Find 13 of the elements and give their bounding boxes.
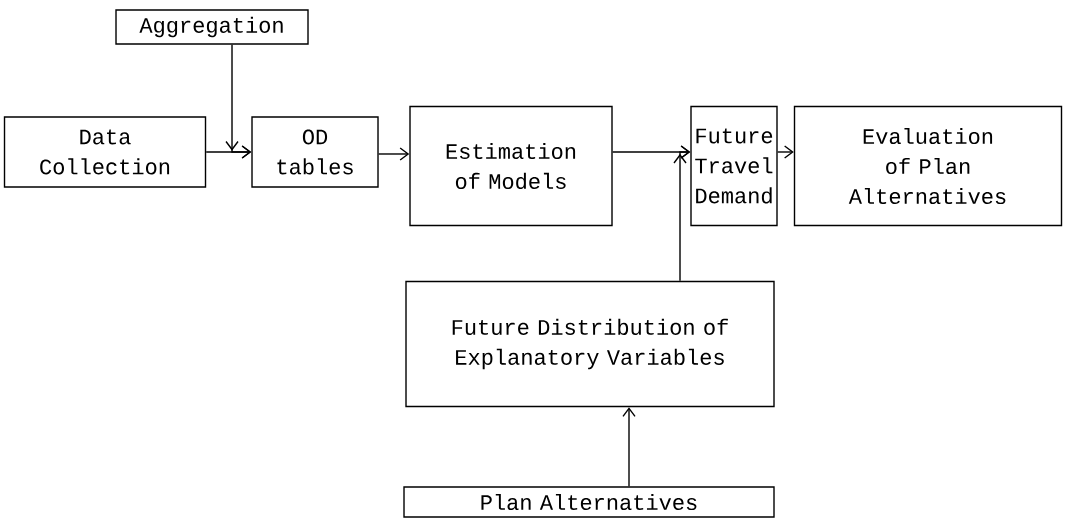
arrow xyxy=(673,145,691,282)
arrow xyxy=(378,147,410,161)
process-box: Future Travel Demand xyxy=(690,105,778,227)
process-box: Future Distribution of Explanatory Variables xyxy=(405,280,775,408)
arrow xyxy=(622,407,636,487)
process-box: Aggregation xyxy=(115,9,309,45)
process-box: Plan Alternatives xyxy=(403,486,775,518)
arrow xyxy=(205,145,252,159)
process-box: Estimation of Models xyxy=(409,105,613,227)
process-box: OD tables xyxy=(251,116,379,188)
process-box: Data Collection xyxy=(3,116,207,188)
process-box: Evaluation of Plan Alternatives xyxy=(793,105,1063,227)
arrow xyxy=(777,145,794,159)
